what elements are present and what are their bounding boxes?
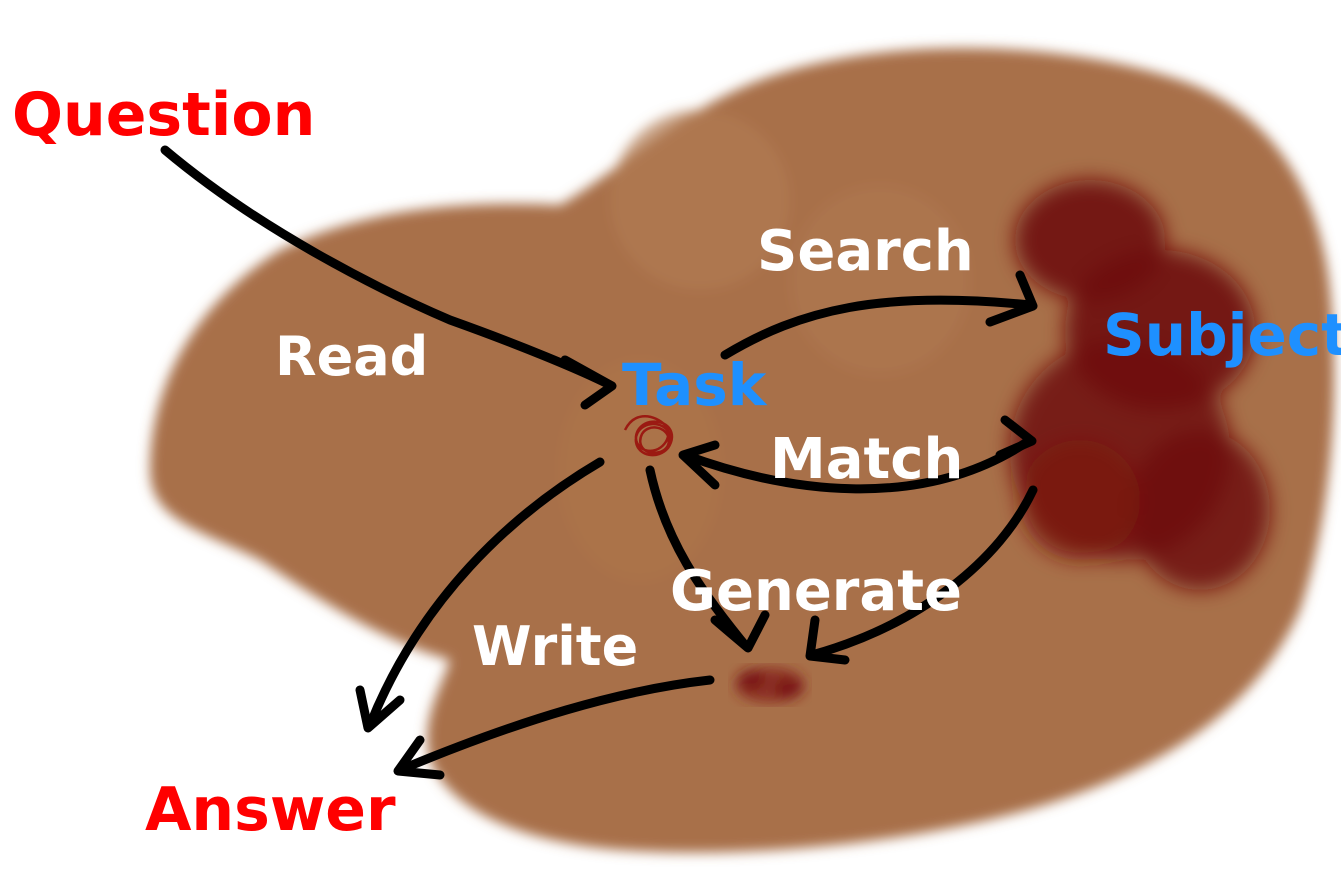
subject-label: Subject — [1103, 301, 1341, 369]
write-label: Write — [472, 615, 638, 678]
answer-label: Answer — [145, 775, 396, 845]
output-spot — [735, 667, 805, 703]
question-label: Question — [12, 80, 315, 150]
search-label: Search — [757, 219, 974, 284]
read-label: Read — [275, 325, 428, 388]
task-label: Task — [622, 351, 768, 419]
match-label: Match — [770, 427, 963, 492]
generate-label: Generate — [670, 559, 962, 624]
